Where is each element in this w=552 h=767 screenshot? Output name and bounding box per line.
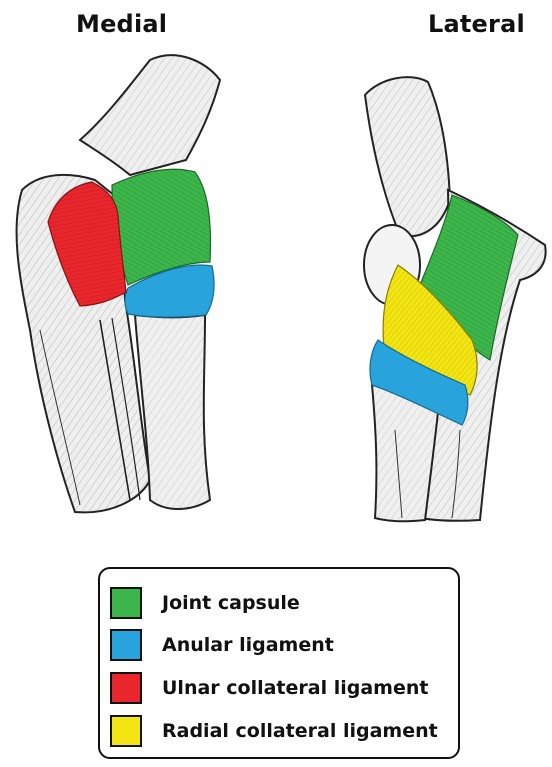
lateral-view [364,77,546,521]
legend-label-radial-collateral-ligament: Radial collateral ligament [162,720,438,742]
legend-label-joint-capsule: Joint capsule [162,592,300,614]
legend-label-anular-ligament: Anular ligament [162,634,334,656]
legend-swatch-radial-collateral-ligament [110,715,142,747]
elbow-ligament-illustration [0,0,552,560]
legend-label-ulnar-collateral-ligament: Ulnar collateral ligament [162,677,428,699]
medial-view [17,55,220,512]
legend-item-radial-collateral-ligament: Radial collateral ligament [110,713,438,749]
legend-box: Joint capsule Anular ligament Ulnar coll… [98,567,460,759]
legend-item-ulnar-collateral-ligament: Ulnar collateral ligament [110,670,428,706]
legend-item-joint-capsule: Joint capsule [110,585,300,621]
legend-swatch-anular-ligament [110,629,142,661]
legend-swatch-ulnar-collateral-ligament [110,672,142,704]
legend-item-anular-ligament: Anular ligament [110,627,334,663]
legend-swatch-joint-capsule [110,587,142,619]
